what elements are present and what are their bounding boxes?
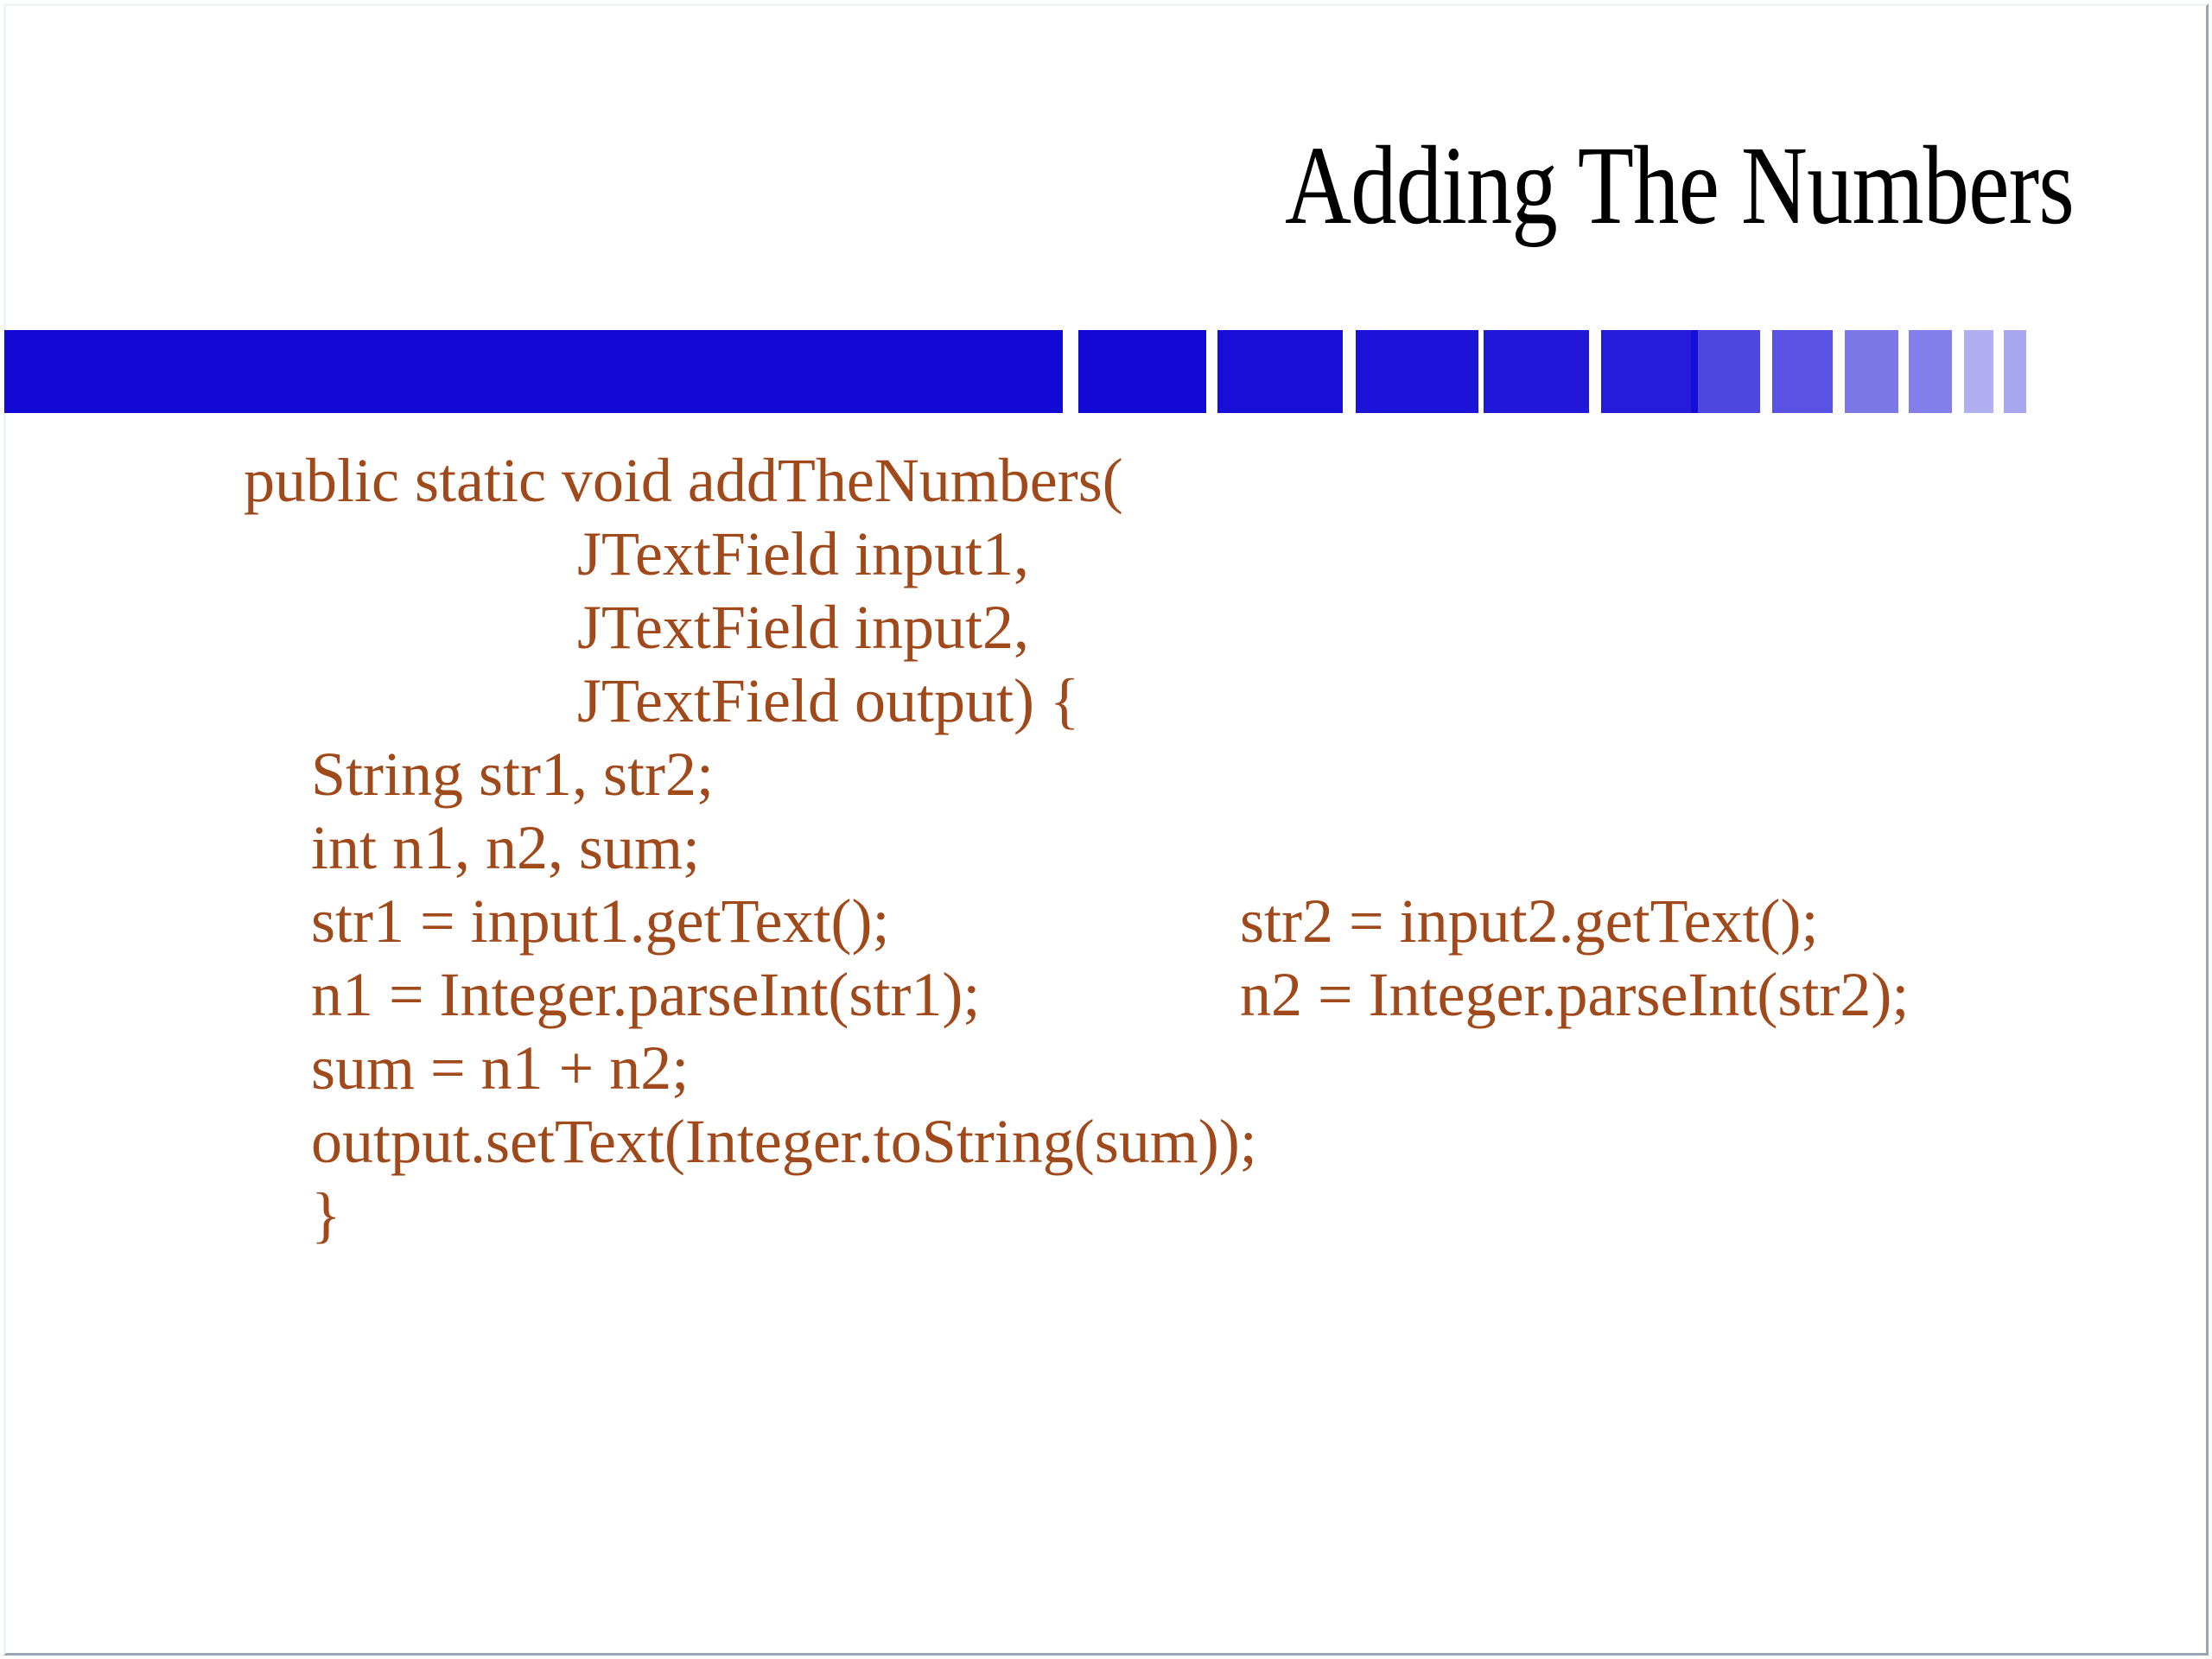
page-title: Adding The Numbers xyxy=(1285,124,2075,248)
line-param3: JTextField output) { xyxy=(577,666,1080,735)
bar-segment-11 xyxy=(1964,330,1993,413)
bar-segment-8 xyxy=(1772,330,1833,413)
line-decl-string: String str1, str2; xyxy=(311,740,715,809)
line-param2: JTextField input2, xyxy=(577,593,1029,662)
line-param1: JTextField input1, xyxy=(577,519,1029,588)
line-str2: str2 = input2.getText(); xyxy=(1240,887,1819,956)
line-n1: n1 = Integer.parseInt(str1); xyxy=(311,960,981,1029)
line-decl-int: int n1, n2, sum; xyxy=(311,813,701,882)
line-close-brace: } xyxy=(311,1180,341,1249)
line-n2: n2 = Integer.parseInt(str2); xyxy=(1240,960,1910,1029)
line-signature: public static void addTheNumbers( xyxy=(244,446,1123,515)
bar-segment-5 xyxy=(1484,330,1589,413)
decorative-segmented-bar xyxy=(4,330,2031,413)
bar-segment-3 xyxy=(1217,330,1343,413)
line-sum: sum = n1 + n2; xyxy=(311,1033,690,1103)
bar-segment-9 xyxy=(1845,330,1898,413)
line-str1: str1 = input1.getText(); xyxy=(311,887,890,956)
bar-segment-10 xyxy=(1909,330,1952,413)
code-block: public static void addTheNumbers(JTextFi… xyxy=(0,449,2212,1469)
line-output: output.setText(Integer.toString(sum)); xyxy=(311,1107,1257,1176)
bar-segment-1 xyxy=(4,330,1063,413)
bar-segment-12 xyxy=(2004,330,2026,413)
bar-segment-6 xyxy=(1601,330,1698,413)
bar-segment-4 xyxy=(1356,330,1478,413)
bar-segment-7 xyxy=(1691,330,1760,413)
bar-segment-2 xyxy=(1078,330,1206,413)
